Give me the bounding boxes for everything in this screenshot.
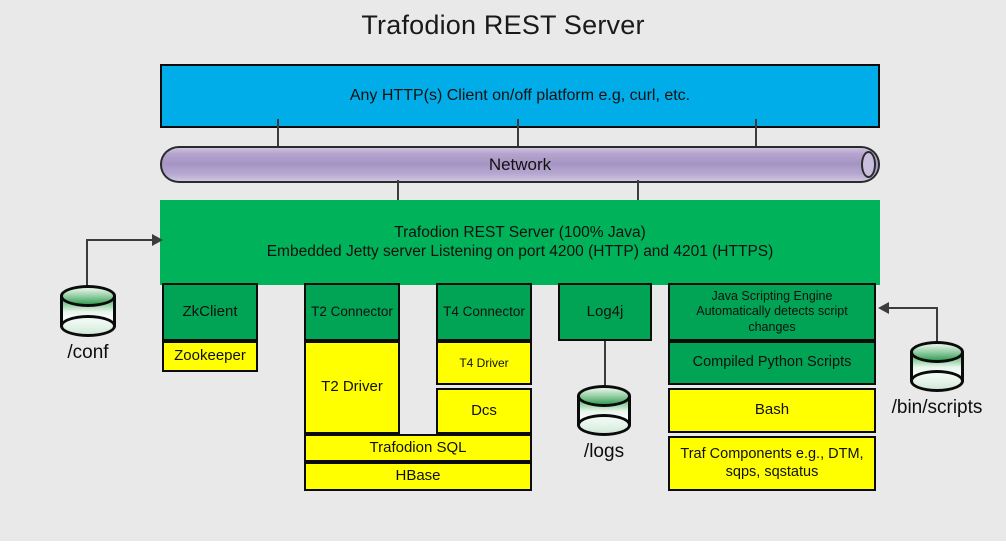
datastore-bin-scripts: /bin/scripts (892, 341, 982, 418)
datastore-bin-scripts-label: /bin/scripts (891, 397, 983, 418)
hbase-label: HBase (395, 467, 441, 485)
dcs-box: Dcs (436, 388, 532, 434)
java-scripting-engine-box: Java Scripting Engine Automatically dete… (668, 283, 876, 341)
connector-client-network-left (277, 119, 279, 149)
network-end-cap (861, 151, 876, 178)
zkclient-box: ZkClient (162, 283, 258, 341)
datastore-conf: /conf (60, 285, 116, 363)
conf-cylinder-top (60, 285, 116, 307)
trafodion-sql-box: Trafodion SQL (304, 434, 532, 462)
traf-components-box: Traf Components e.g., DTM, sqps, sqstatu… (668, 436, 876, 491)
http-client-bar: Any HTTP(s) Client on/off platform e.g, … (160, 64, 880, 128)
t2-connector-box: T2 Connector (304, 283, 400, 341)
t4-driver-box: T4 Driver (436, 341, 532, 385)
t4-driver-label: T4 Driver (459, 355, 509, 370)
conf-arrow-horizontal (86, 239, 154, 241)
bash-box: Bash (668, 388, 876, 433)
bin-scripts-cylinder-bottom (910, 370, 964, 392)
t4-connector-label: T4 Connector (443, 303, 525, 319)
rest-server-line2: Embedded Jetty server Listening on port … (266, 242, 774, 260)
log4j-box: Log4j (558, 283, 652, 341)
logs-cylinder-bottom (577, 414, 631, 436)
traf-components-label: Traf Components e.g., DTM, sqps, sqstatu… (680, 445, 864, 480)
conf-arrow-vertical (86, 240, 88, 288)
connector-network-server-right (637, 180, 639, 202)
log4j-label: Log4j (586, 302, 624, 320)
connector-network-server-left (397, 180, 399, 202)
t4-connector-box: T4 Connector (436, 283, 532, 341)
datastore-logs-label: /logs (583, 441, 625, 462)
t2-driver-label: T2 Driver (321, 378, 383, 396)
connector-client-network-right (755, 119, 757, 149)
t2-connector-label: T2 Connector (311, 303, 393, 319)
canvas-bottom-margin (0, 541, 1006, 551)
datastore-conf-label: /conf (67, 342, 109, 363)
conf-arrow-head (152, 234, 163, 246)
network-body (160, 146, 880, 183)
trafodion-sql-label: Trafodion SQL (369, 438, 467, 456)
http-client-label: Any HTTP(s) Client on/off platform e.g, … (349, 87, 691, 105)
bin-scripts-cylinder-top (910, 341, 964, 363)
page-title: Trafodion REST Server (361, 10, 645, 40)
bin-scripts-arrow-head (878, 302, 889, 314)
network-cylinder: Network (160, 146, 880, 183)
java-scripting-engine-label: Java Scripting Engine Automatically dete… (696, 289, 848, 334)
hbase-box: HBase (304, 462, 532, 491)
t2-driver-box: T2 Driver (304, 341, 400, 434)
compiled-python-scripts-box: Compiled Python Scripts (668, 341, 876, 385)
network-label: Network (488, 154, 552, 174)
connector-log4j-logs (604, 341, 606, 385)
dcs-label: Dcs (471, 401, 497, 419)
compiled-python-scripts-label: Compiled Python Scripts (692, 354, 852, 371)
bin-scripts-arrow-vertical (936, 307, 938, 344)
zookeeper-box: Zookeeper (162, 341, 258, 372)
conf-cylinder-bottom (60, 315, 116, 337)
zkclient-label: ZkClient (182, 302, 238, 320)
bash-label: Bash (754, 401, 790, 419)
rest-server-box: Trafodion REST Server (100% Java) Embedd… (160, 200, 880, 285)
connector-client-network-center (517, 119, 519, 149)
logs-cylinder-top (577, 385, 631, 407)
rest-server-line1: Trafodion REST Server (100% Java) (394, 223, 646, 241)
datastore-logs: /logs (577, 385, 631, 462)
bin-scripts-arrow-horizontal (889, 307, 937, 309)
zookeeper-label: Zookeeper (174, 347, 246, 365)
